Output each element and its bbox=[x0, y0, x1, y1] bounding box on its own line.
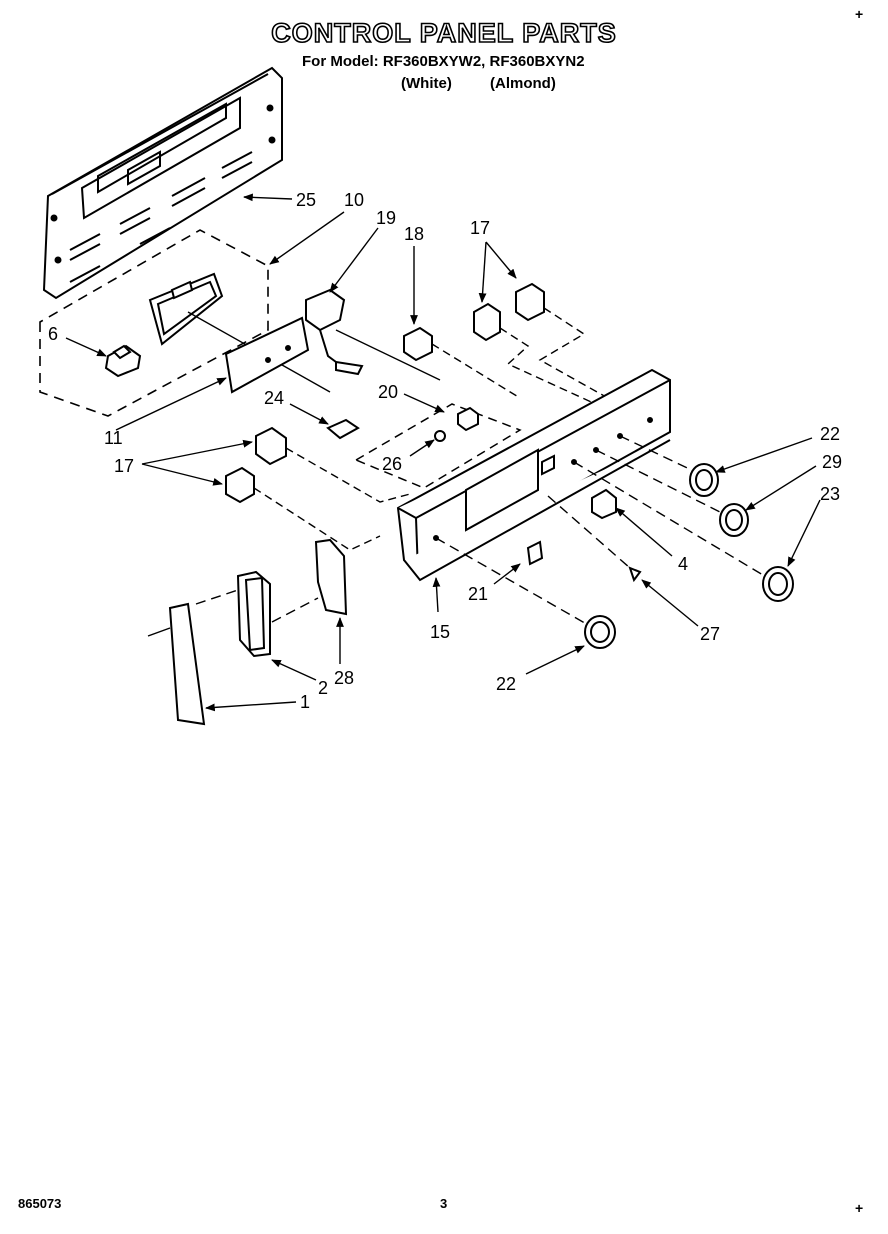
callout-19: 19 bbox=[376, 208, 396, 228]
switch-part-18 bbox=[403, 326, 521, 399]
callout-29: 29 bbox=[822, 452, 842, 472]
clip-part-24 bbox=[326, 418, 360, 440]
switch-part-17-bottom bbox=[225, 426, 411, 551]
lens-part-26 bbox=[434, 430, 446, 442]
bracket-part-21 bbox=[526, 540, 544, 566]
part-number: 865073 bbox=[18, 1196, 62, 1211]
callout-17-top: 17 bbox=[470, 218, 490, 238]
callout-17-bottom: 17 bbox=[114, 456, 134, 476]
corner-mark-bottom-right: + bbox=[855, 1200, 864, 1216]
callout-25: 25 bbox=[296, 190, 316, 210]
page-title: CONTROL PANEL PARTS bbox=[270, 17, 617, 49]
callout-20: 20 bbox=[378, 382, 398, 402]
callout-11: 11 bbox=[104, 428, 123, 448]
callout-10: 10 bbox=[344, 190, 364, 210]
callout-labels: 25 10 19 18 17 6 11 24 20 26 17 22 29 23… bbox=[48, 190, 842, 712]
end-cap-part-1 bbox=[147, 602, 206, 726]
knob-part-22-right bbox=[689, 463, 719, 497]
knob-part-23 bbox=[762, 566, 794, 602]
callout-21: 21 bbox=[468, 584, 488, 604]
switch-part-6 bbox=[104, 344, 142, 378]
lamp-socket-part-20 bbox=[457, 406, 479, 432]
callout-28: 28 bbox=[334, 668, 354, 688]
callout-4: 4 bbox=[678, 554, 688, 574]
variant-white: (White) bbox=[401, 75, 452, 92]
model-line: For Model: RF360BXYW2, RF360BXYN2 bbox=[302, 53, 585, 70]
variant-almond: (Almond) bbox=[490, 75, 556, 92]
callout-26: 26 bbox=[382, 454, 402, 474]
callout-1: 1 bbox=[300, 692, 310, 712]
callout-2: 2 bbox=[318, 678, 328, 698]
callout-18: 18 bbox=[404, 224, 424, 244]
back-panel-part bbox=[42, 66, 283, 300]
corner-mark-top-right: + bbox=[855, 6, 864, 22]
knob-part-29 bbox=[719, 503, 749, 537]
end-cap-part-28 bbox=[271, 538, 348, 623]
switch-part-4 bbox=[591, 488, 617, 520]
end-cap-part-2 bbox=[195, 570, 271, 658]
knob-part-22-bottom bbox=[584, 615, 616, 649]
callout-23: 23 bbox=[820, 484, 840, 504]
switch-part-17-top bbox=[473, 282, 641, 417]
callout-22-right: 22 bbox=[820, 424, 840, 444]
infinite-switch-part bbox=[305, 288, 441, 381]
page-number: 3 bbox=[440, 1196, 448, 1211]
callout-15: 15 bbox=[430, 622, 450, 642]
callout-27: 27 bbox=[700, 624, 720, 644]
callout-24: 24 bbox=[264, 388, 284, 408]
overlay-plate-part bbox=[224, 316, 310, 394]
callout-22-bottom: 22 bbox=[496, 674, 516, 694]
control-panel-part bbox=[396, 368, 671, 582]
callout-6: 6 bbox=[48, 324, 58, 344]
indicator-part-27 bbox=[628, 566, 642, 583]
clock-timer-part bbox=[148, 272, 331, 393]
